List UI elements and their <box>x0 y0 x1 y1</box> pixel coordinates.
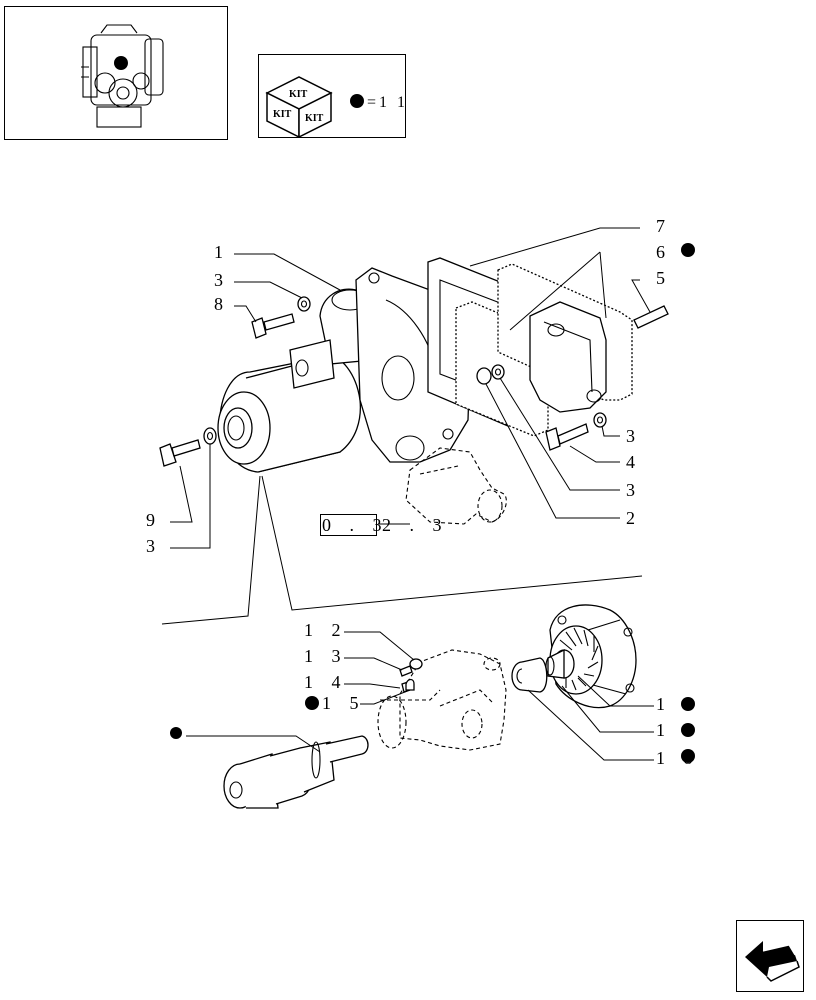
lower-small-parts <box>399 658 423 693</box>
callout-9[interactable]: 9 <box>146 510 162 530</box>
kit-top-label: KIT <box>289 89 308 100</box>
engine-outline-image <box>81 24 164 128</box>
callout-1[interactable]: 1 <box>214 242 230 262</box>
callout-14[interactable]: 1 4 <box>304 672 348 692</box>
seal-part <box>511 657 548 693</box>
callout-3-upper[interactable]: 3 <box>214 270 230 290</box>
next-page-button[interactable] <box>736 920 804 992</box>
reference-box-label[interactable]: 0 . 3 <box>322 515 389 535</box>
callout-3-right[interactable]: 3 <box>626 426 642 446</box>
dot-icon-shaft <box>170 727 182 739</box>
callout-2[interactable]: 2 <box>626 508 642 528</box>
kit-dot-icon <box>350 94 364 108</box>
location-dot-icon <box>114 56 128 70</box>
dot-icon-17 <box>681 723 695 737</box>
upper-fasteners <box>159 296 669 467</box>
reference-suffix-label: 2 . 3 <box>382 515 449 535</box>
callout-3-left[interactable]: 3 <box>146 536 162 556</box>
callout-16[interactable]: 1 6 <box>656 694 700 714</box>
callout-4[interactable]: 4 <box>626 452 642 472</box>
kit-cube-icon: KIT KIT KIT =1 1 <box>265 76 405 139</box>
lower-leader-lines <box>186 631 654 761</box>
kit-legend: KIT KIT KIT =1 1 <box>258 54 406 139</box>
callout-15[interactable]: 1 5 <box>322 693 366 713</box>
gasket-plates <box>427 257 633 437</box>
shaft-bearing <box>223 735 369 809</box>
lower-housing-dashed <box>377 649 507 751</box>
arrow-down-left-icon <box>745 941 800 982</box>
dot-icon-15 <box>305 696 319 710</box>
callout-7[interactable]: 7 <box>656 216 672 236</box>
impeller-cover <box>545 604 637 709</box>
dot-icon-6 <box>681 243 695 257</box>
kit-left-label: KIT <box>273 109 292 120</box>
kit-equals-label: =1 1 <box>367 94 405 111</box>
callout-17[interactable]: 1 7 <box>656 720 700 740</box>
callout-5[interactable]: 5 <box>656 268 672 288</box>
callout-3-lower[interactable]: 3 <box>626 480 642 500</box>
callout-18[interactable]: 1 8 <box>656 748 700 768</box>
view-link-lines <box>161 475 643 625</box>
callout-6[interactable]: 6 <box>656 242 672 262</box>
kit-dot-markers <box>170 243 695 763</box>
callout-12[interactable]: 1 2 <box>304 620 348 640</box>
outlet-elbow-dashed <box>405 447 507 525</box>
dot-icon-18 <box>681 749 695 763</box>
upper-leader-lines <box>170 227 651 549</box>
engine-thumbnail[interactable] <box>4 6 228 140</box>
kit-right-label: KIT <box>305 113 324 124</box>
callout-labels: 1 3 8 9 3 7 6 5 3 4 3 2 0 . 3 2 . 3 1 2 … <box>146 216 700 768</box>
dot-icon-16 <box>681 697 695 711</box>
reference-box[interactable] <box>320 514 377 536</box>
callout-13[interactable]: 1 3 <box>304 646 348 666</box>
callout-8[interactable]: 8 <box>214 294 230 314</box>
